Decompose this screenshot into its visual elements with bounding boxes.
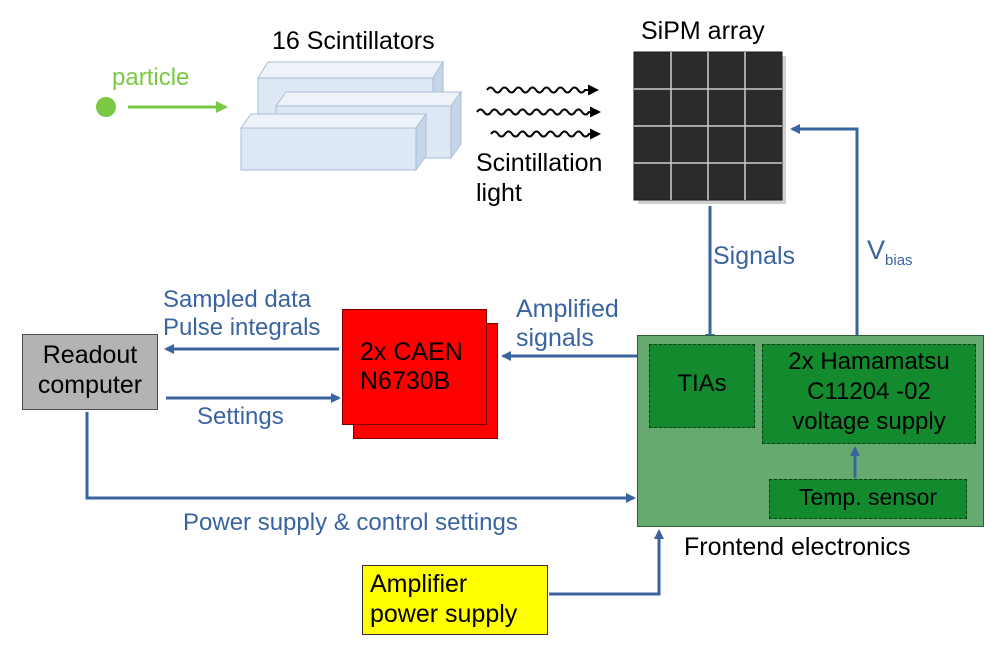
readout-label-2: computer: [37, 371, 143, 399]
sipm-array: [633, 51, 786, 204]
particle-label: particle: [112, 64, 190, 91]
amp-ps-label-1: Amplifier: [370, 570, 468, 598]
caen-box-front: [342, 309, 487, 425]
hamamatsu-label-1: 2x Hamamatsu: [788, 348, 950, 375]
readout-label-1: Readout: [42, 341, 138, 369]
hamamatsu-label-2: C11204 -02: [807, 378, 931, 405]
temp-sensor-label: Temp. sensor: [798, 484, 938, 510]
readout-computer-box: [22, 334, 158, 410]
frontend-electronics-label: Frontend electronics: [684, 533, 911, 561]
hamamatsu-label-3: voltage supply: [792, 408, 946, 435]
amplified-label-1: Amplified: [516, 295, 619, 323]
particle-dot: [96, 97, 116, 117]
amplifier-power-supply-box: [362, 565, 548, 635]
pulse-integrals-label: Pulse integrals: [163, 314, 321, 341]
amp-power-arrow: [549, 529, 664, 596]
vbias-arrow: [790, 124, 859, 338]
scintillators-label: 16 Scintillators: [272, 27, 435, 55]
sipm-array-label: SiPM array: [641, 17, 765, 45]
scintillation-light-arrows: [476, 84, 601, 140]
amplified-label-2: signals: [516, 324, 594, 352]
vbias-main: V: [867, 235, 886, 265]
amp-ps-label-2: power supply: [370, 600, 518, 628]
temp-sensor-module: [769, 479, 967, 519]
vbias-subscript: bias: [885, 252, 913, 269]
tias-label: TIAs: [677, 370, 727, 397]
vbias-label: Vbias: [867, 234, 913, 269]
hamamatsu-module: [762, 344, 976, 444]
scintillation-light-label-1: Scintillation: [476, 149, 603, 177]
power-control-arrow: [85, 412, 636, 503]
tias-module: [649, 344, 755, 428]
scintillation-light-label-2: light: [476, 179, 522, 207]
signals-label: Signals: [713, 242, 795, 270]
settings-label: Settings: [197, 403, 284, 430]
caen-label-1: 2x CAEN: [360, 338, 463, 366]
power-control-label: Power supply & control settings: [183, 509, 518, 536]
sampled-data-label: Sampled data: [163, 286, 312, 313]
scintillator-bars: [240, 60, 462, 172]
caen-label-2: N6730B: [360, 367, 451, 395]
